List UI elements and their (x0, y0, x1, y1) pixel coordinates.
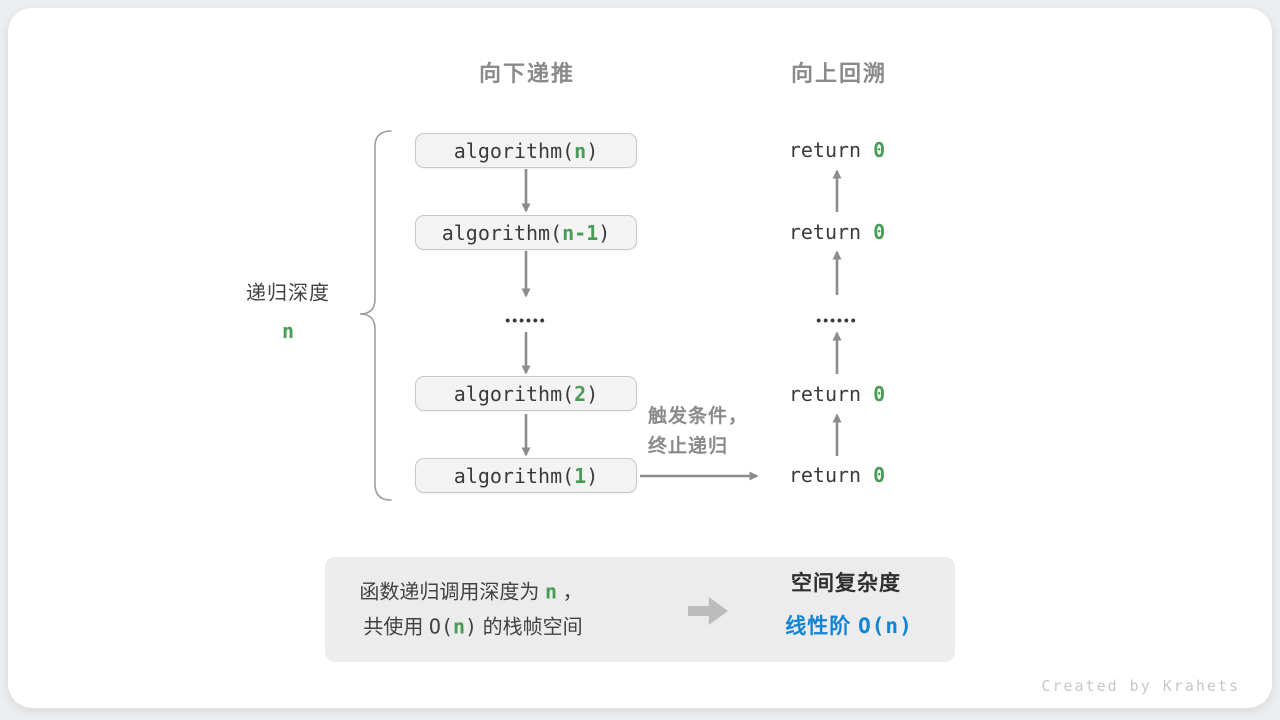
recursion-ellipsis: •••••• (505, 312, 547, 328)
recursion-depth-label: 递归深度 (246, 282, 330, 305)
algorithm-box-n-1: algorithm(n-1) (415, 215, 637, 250)
algorithm-box-2: algorithm(2) (415, 376, 637, 411)
algorithm-box-n: algorithm(n) (415, 133, 637, 168)
return-statement-2: return 0 (788, 220, 886, 244)
code-text: algorithm(2) (453, 381, 599, 406)
space-complexity-result: 线性阶 O(n) (785, 614, 913, 638)
return-statement-3: return 0 (788, 382, 886, 406)
algorithm-box-1: algorithm(1) (415, 458, 637, 493)
code-text: algorithm(n) (453, 138, 599, 163)
watermark-credit: Created by Krahets (1041, 677, 1240, 695)
code-text: algorithm(n-1) (441, 220, 611, 245)
recursion-depth-value: n (281, 319, 295, 343)
summary-line2: 共使用 O(n) 的栈帧空间 (363, 614, 583, 639)
code-text: algorithm(1) (453, 463, 599, 488)
header-upward-backtrack: 向上回溯 (790, 61, 888, 86)
summary-box (325, 557, 955, 662)
return-statement-1: return 0 (788, 138, 886, 162)
summary-line1: 函数递归调用深度为 n ， (359, 579, 583, 604)
space-complexity-title: 空间复杂度 (791, 572, 901, 595)
header-downward-recursion: 向下递推 (478, 61, 576, 86)
return-ellipsis: •••••• (816, 312, 858, 328)
base-case-note-line2: 终止递归 (648, 436, 729, 457)
return-statement-4: return 0 (788, 463, 886, 487)
base-case-note-line1: 触发条件， (648, 406, 749, 427)
